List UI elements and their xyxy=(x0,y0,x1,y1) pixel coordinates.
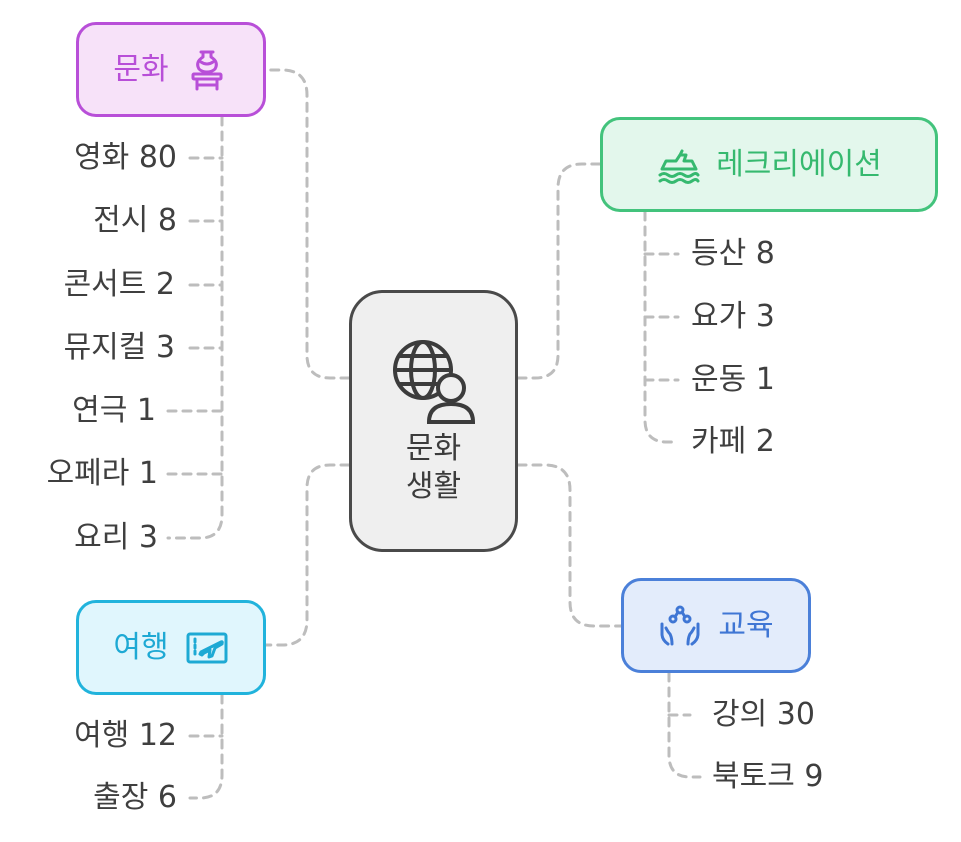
recreation-item: 요가 3 xyxy=(691,299,775,334)
recreation-item: 등산 8 xyxy=(691,236,775,271)
center-label-line2: 생활 xyxy=(405,469,462,504)
vase-pedestal-icon xyxy=(185,48,229,92)
edge-travel-trunk xyxy=(188,693,224,800)
edge-center-culture xyxy=(264,68,351,380)
culture-item: 오페라 1 xyxy=(46,456,158,491)
edge-culture-trunk xyxy=(166,115,224,540)
airplane-ticket-icon xyxy=(185,626,229,670)
recreation-item: 운동 1 xyxy=(691,362,775,397)
branch-culture-label: 문화 xyxy=(113,51,169,87)
culture-item: 영화 80 xyxy=(74,140,177,175)
branch-culture[interactable]: 문화 xyxy=(76,22,266,117)
travel-item: 출장 6 xyxy=(93,780,177,815)
culture-item: 뮤지컬 3 xyxy=(63,330,175,365)
culture-item: 연극 1 xyxy=(72,393,156,428)
culture-item: 콘서트 2 xyxy=(63,267,175,302)
globe-person-icon xyxy=(389,336,479,426)
edge-center-education xyxy=(516,463,623,628)
education-item: 북토크 9 xyxy=(712,759,824,794)
culture-item: 전시 8 xyxy=(93,203,177,238)
branch-travel-label: 여행 xyxy=(113,629,169,665)
travel-item: 여행 12 xyxy=(74,718,177,753)
branch-recreation[interactable]: 레크리에이션 xyxy=(600,117,938,212)
edge-center-travel xyxy=(264,463,351,647)
education-item: 강의 30 xyxy=(712,697,815,732)
center-node[interactable]: 문화 생활 xyxy=(349,290,518,552)
edge-recreation-trunk xyxy=(643,210,680,444)
recreation-item: 카페 2 xyxy=(691,424,775,459)
hands-network-icon xyxy=(658,604,702,648)
center-label: 문화 생활 xyxy=(406,430,461,506)
branch-education[interactable]: 교육 xyxy=(621,578,811,673)
center-label-line1: 문화 xyxy=(405,431,462,466)
edge-culture-leaf xyxy=(166,156,224,476)
culture-item: 요리 3 xyxy=(74,520,158,555)
jet-ski-icon xyxy=(656,143,700,187)
branch-travel[interactable]: 여행 xyxy=(76,600,266,695)
branch-education-label: 교육 xyxy=(718,607,774,643)
edge-recreation-leaf xyxy=(643,252,680,382)
edge-education-trunk xyxy=(667,671,702,779)
edge-center-recreation xyxy=(516,162,602,380)
branch-recreation-label: 레크리에이션 xyxy=(716,146,882,182)
